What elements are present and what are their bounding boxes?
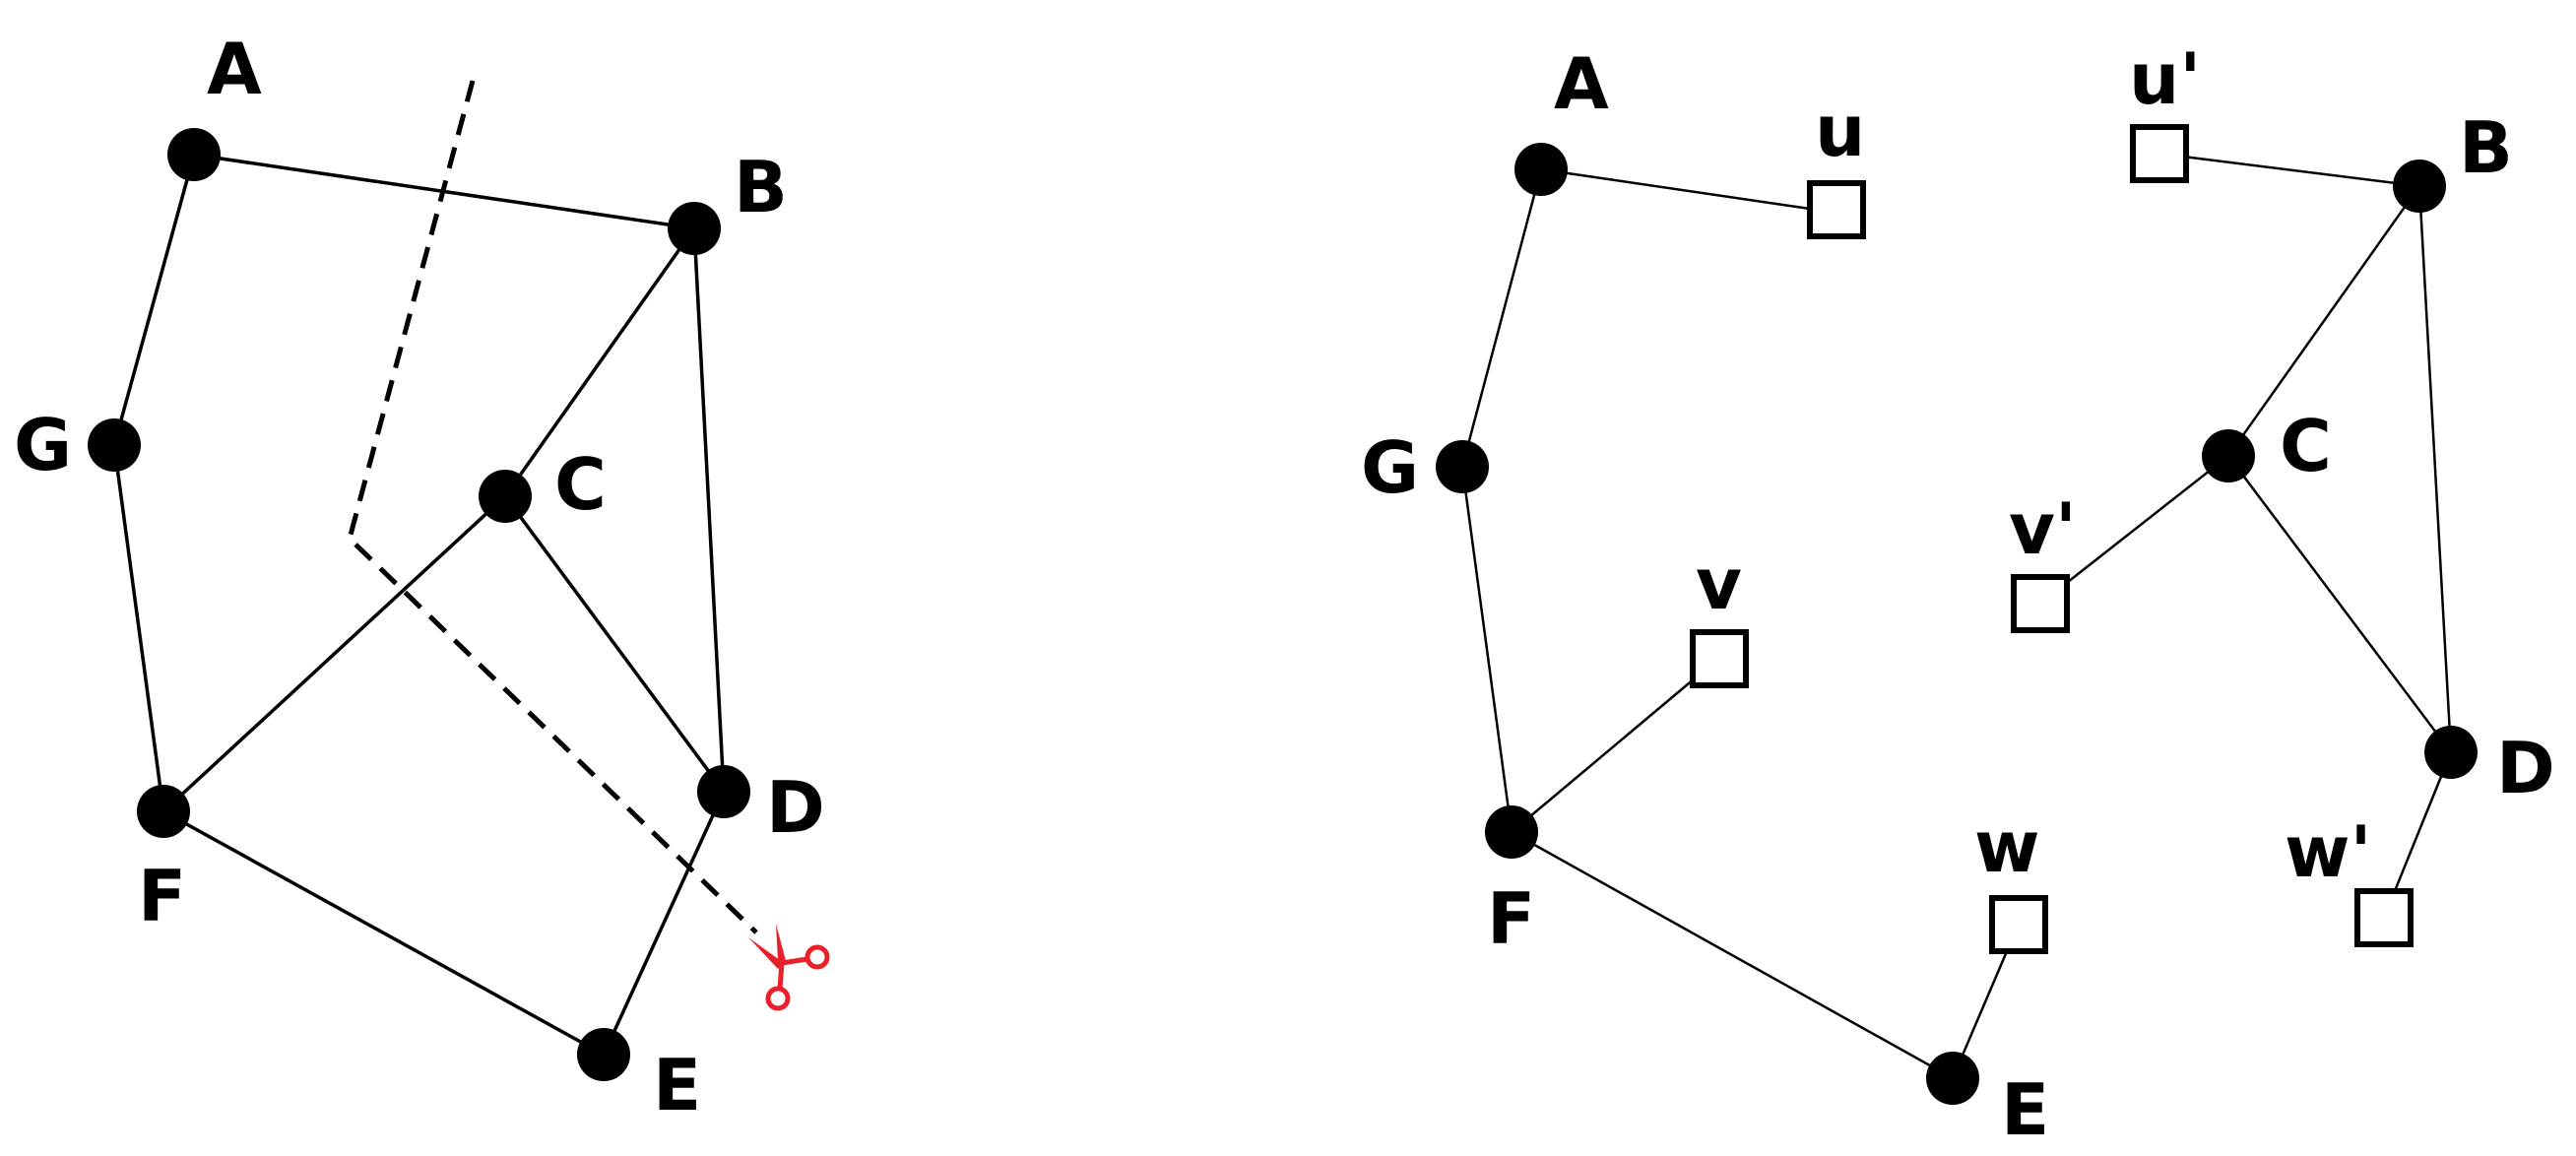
cut-points — [1690, 124, 2414, 954]
label-F: F — [1487, 877, 1535, 960]
label-v: v — [1696, 543, 1742, 625]
label-A: A — [207, 28, 262, 110]
label-v-prime: v' — [2009, 487, 2077, 570]
label-E: E — [2001, 1068, 2049, 1151]
label-D: D — [2496, 727, 2555, 809]
node-G — [1436, 440, 1489, 493]
edge-G-F — [112, 444, 165, 812]
edge-F-v — [1511, 657, 1720, 833]
edge-C-vprime — [2039, 455, 2229, 605]
edge-F-E — [1511, 830, 1954, 1080]
label-C: C — [2280, 405, 2332, 487]
edge-G-F — [1460, 466, 1513, 833]
original-nodes — [88, 128, 750, 1081]
node-G — [88, 418, 141, 472]
node-D — [697, 765, 750, 818]
edge-C-D — [503, 494, 726, 794]
node-F — [1485, 805, 1538, 859]
edge-C-B — [503, 226, 696, 498]
label-D: D — [766, 766, 825, 849]
node-E — [577, 1028, 630, 1081]
node-F — [137, 785, 190, 838]
edge-C-D — [2227, 455, 2452, 753]
label-G: G — [1361, 426, 1419, 509]
edge-F-E — [162, 809, 605, 1057]
node-B — [2393, 160, 2446, 213]
label-B: B — [2459, 106, 2513, 189]
scissors-icon — [748, 924, 830, 1011]
label-u-prime: u' — [2129, 37, 2201, 120]
cut-labels: A G F E B C D u v w u' v' w' — [1361, 37, 2555, 1151]
label-F: F — [138, 855, 186, 937]
label-G: G — [14, 404, 72, 486]
label-w: w — [1974, 805, 2040, 888]
cut-point-v — [1690, 629, 1749, 688]
edge-B-D — [692, 227, 726, 793]
edge-F-C — [161, 494, 507, 813]
cut-point-u-prime — [2130, 124, 2189, 183]
label-C: C — [554, 443, 607, 526]
edge-A-u — [1540, 167, 1811, 211]
label-B: B — [734, 146, 788, 228]
original-graph: A B C D E F G — [14, 28, 830, 1126]
edge-B-C — [2226, 185, 2421, 457]
label-E: E — [653, 1044, 701, 1126]
edge-A-G — [1460, 168, 1543, 468]
edge-B-D — [2417, 185, 2453, 753]
node-D — [2424, 726, 2478, 779]
cut-graph: A G F E B C D u v w u' v' w' — [1361, 37, 2555, 1151]
original-edges — [112, 153, 726, 1057]
node-A — [1514, 143, 1568, 196]
cut-line — [347, 80, 758, 934]
label-w-prime: w' — [2285, 810, 2372, 893]
original-labels: A B C D E F G — [14, 28, 825, 1126]
cut-edges — [1460, 152, 2453, 1080]
edge-uprime-B — [2158, 152, 2420, 188]
node-E — [1926, 1052, 1979, 1105]
node-C — [2202, 429, 2255, 482]
node-B — [668, 202, 721, 255]
label-A: A — [1554, 42, 1609, 125]
label-u: u — [1815, 90, 1865, 172]
cut-point-v-prime — [2011, 574, 2070, 633]
cut-point-u — [1807, 180, 1866, 239]
node-C — [479, 470, 532, 523]
cut-point-w-prime — [2354, 888, 2414, 947]
edge-D-E — [602, 791, 726, 1056]
cut-vertices — [1436, 143, 2478, 1105]
edge-A-G — [112, 154, 196, 446]
node-A — [167, 128, 221, 181]
cut-point-w — [1989, 895, 2048, 954]
